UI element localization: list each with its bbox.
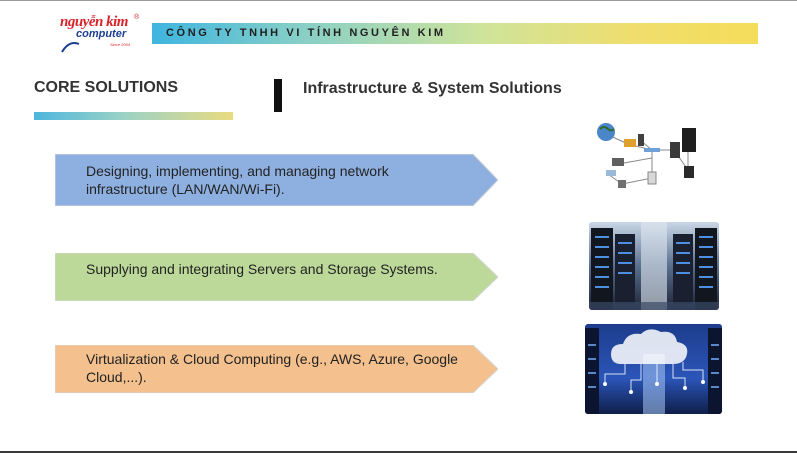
section-title-underline [34, 112, 233, 120]
company-name: CÔNG TY TNHH VI TÍNH NGUYÊN KIM [166, 27, 446, 39]
solution-arrow-cloud: Virtualization & Cloud Computing (e.g., … [55, 345, 498, 397]
solution-text: Designing, implementing, and managing ne… [86, 163, 389, 197]
logo-subtitle: computer [76, 28, 127, 40]
top-rule [0, 0, 797, 1]
subtitle: Infrastructure & System Solutions [303, 80, 562, 97]
bottom-rule [0, 451, 797, 453]
server-racks-photo [589, 222, 719, 310]
section-title: CORE SOLUTIONS [34, 79, 179, 96]
logo-wordmark: nguyễn kim [60, 14, 128, 30]
logo-swoosh-icon [61, 42, 80, 53]
cloud-computing-photo [585, 324, 722, 414]
network-diagram-icon [588, 120, 716, 192]
solution-text: Virtualization & Cloud Computing (e.g., … [86, 351, 458, 385]
subtitle-marker [274, 79, 282, 112]
logo-registered-mark: ® [134, 14, 140, 21]
company-banner: CÔNG TY TNHH VI TÍNH NGUYÊN KIM [152, 23, 758, 44]
solution-arrow-network: Designing, implementing, and managing ne… [55, 154, 498, 206]
solution-text: Supplying and integrating Servers and St… [86, 261, 438, 277]
company-logo: nguyễn kim ® computer Since 2004 [60, 14, 142, 60]
logo-since: Since 2004 [110, 42, 131, 47]
solution-arrow-servers: Supplying and integrating Servers and St… [55, 253, 498, 305]
